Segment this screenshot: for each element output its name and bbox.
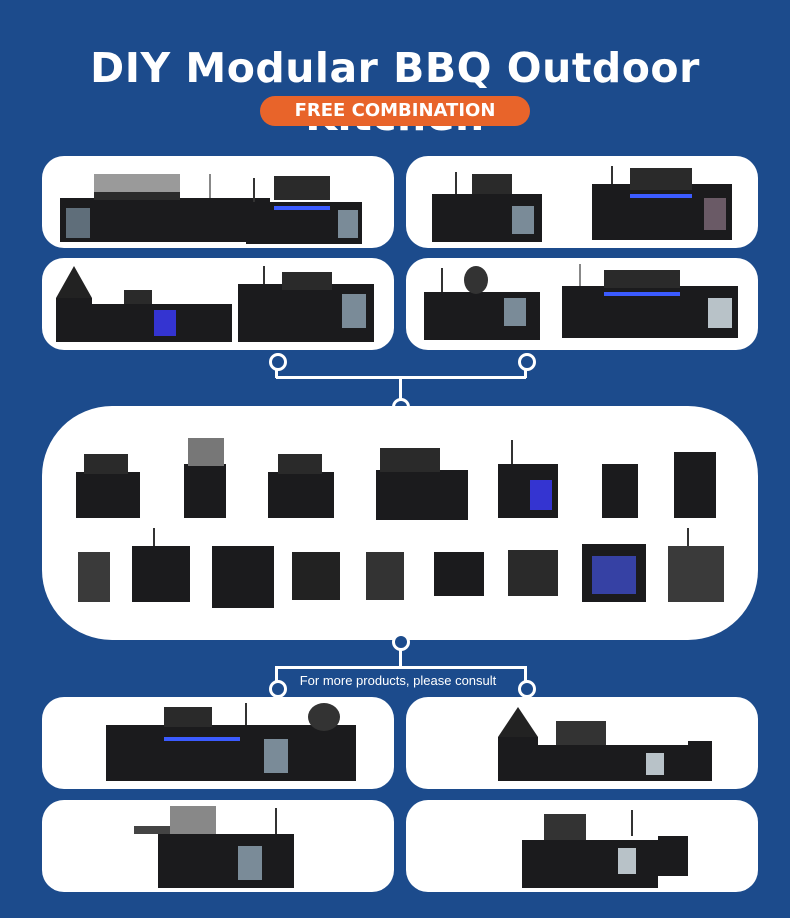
connector-dot bbox=[518, 353, 536, 371]
combo-card-4[interactable] bbox=[406, 258, 758, 350]
kitchen-image-4 bbox=[522, 810, 688, 888]
combo-image-4 bbox=[424, 264, 738, 340]
kitchen-card-2[interactable] bbox=[406, 697, 758, 789]
connector-bottom-horizontal bbox=[276, 666, 526, 669]
connector-dot bbox=[392, 633, 410, 651]
combo-card-2[interactable] bbox=[406, 156, 758, 248]
connector-dot bbox=[269, 353, 287, 371]
connector-top-center bbox=[399, 376, 402, 400]
combo-card-3[interactable] bbox=[42, 258, 394, 350]
connector-dot bbox=[518, 680, 536, 698]
combo-card-1[interactable] bbox=[42, 156, 394, 248]
combo-image-3 bbox=[56, 266, 374, 342]
connector-dot bbox=[269, 680, 287, 698]
kitchen-card-4[interactable] bbox=[406, 800, 758, 892]
connector-bottom-left bbox=[275, 666, 278, 684]
kitchen-card-3[interactable] bbox=[42, 800, 394, 892]
kitchen-image-2 bbox=[498, 707, 712, 781]
kitchen-image-1 bbox=[106, 703, 356, 781]
consult-text: For more products, please consult bbox=[299, 673, 497, 688]
connector-bottom-center bbox=[399, 644, 402, 668]
free-combination-badge: FREE COMBINATION bbox=[260, 96, 530, 126]
combo-image-1 bbox=[60, 174, 362, 244]
modules-image bbox=[76, 438, 724, 608]
kitchen-image-3 bbox=[134, 806, 294, 888]
connector-bottom-right bbox=[524, 666, 527, 684]
combo-image-2 bbox=[432, 166, 732, 242]
kitchen-card-1[interactable] bbox=[42, 697, 394, 789]
